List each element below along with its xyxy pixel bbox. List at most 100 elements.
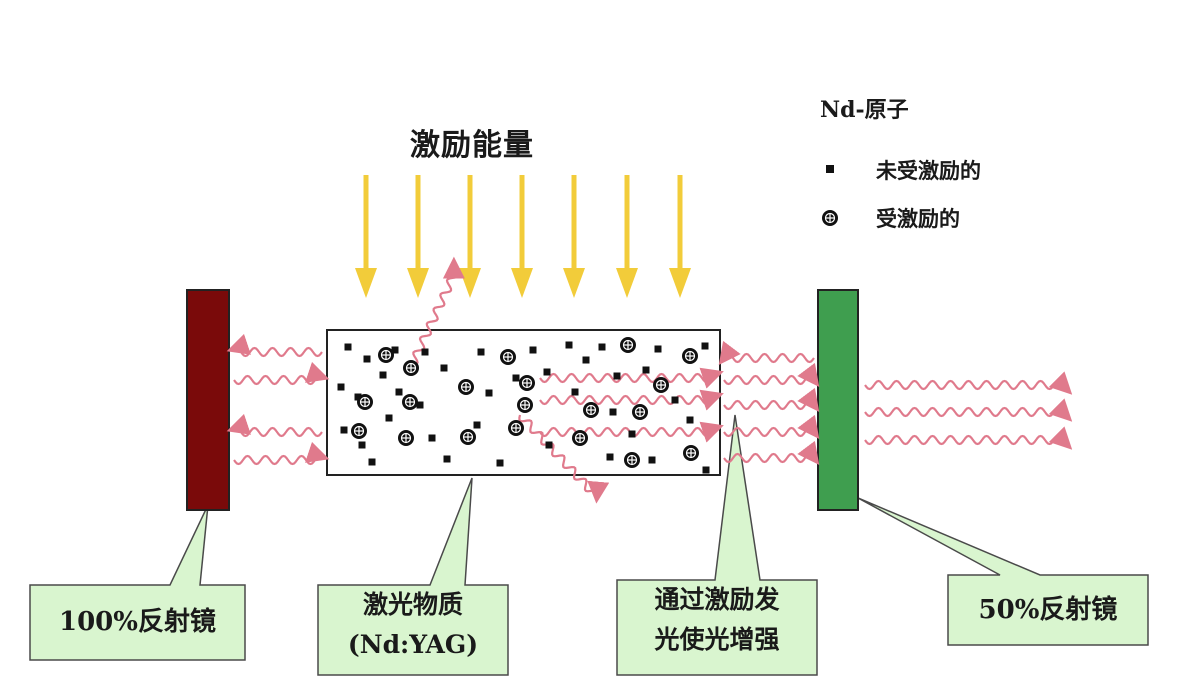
- excited-atom: [583, 402, 599, 418]
- unexcited-atom: [701, 342, 709, 350]
- legend-excited-label: 受激励的: [876, 206, 960, 231]
- pump-arrow-head: [459, 268, 481, 298]
- excited-atom: [500, 349, 516, 365]
- unexcited-atom: [440, 364, 448, 372]
- unexcited-atom: [395, 388, 403, 396]
- unexcited-atom: [443, 455, 451, 463]
- photon-wave-escape-down: [518, 414, 610, 504]
- excited-atom: [519, 375, 535, 391]
- unexcited-atom: [337, 383, 345, 391]
- excited-atom-icon: [822, 210, 838, 226]
- excited-atom: [620, 337, 636, 353]
- unexcited-atom: [421, 348, 429, 356]
- unexcited-atom: [379, 371, 387, 379]
- unexcited-atom: [598, 343, 606, 351]
- callout-mirror-50-label: 50%反射镜: [978, 595, 1118, 625]
- photon-wave-left: [226, 413, 323, 438]
- callout-mirror-100-box: [29, 504, 246, 661]
- callout-mirror-100-label: 100%反射镜: [59, 607, 216, 637]
- unexcited-atom: [545, 441, 553, 449]
- photon-wave-right: [718, 340, 815, 366]
- photon-wave-left: [233, 441, 330, 466]
- unexcited-atom: [529, 346, 537, 354]
- unexcited-atom: [571, 388, 579, 396]
- unexcited-atom: [671, 396, 679, 404]
- excited-atom: [683, 445, 699, 461]
- excited-atom: [402, 394, 418, 410]
- unexcited-atom: [613, 372, 621, 380]
- photon-wave-medium: [539, 421, 724, 443]
- unexcited-atom: [609, 408, 617, 416]
- unexcited-atom: [686, 416, 694, 424]
- callout-medium-line1: 激光物质: [362, 590, 463, 619]
- unexcited-atom: [340, 426, 348, 434]
- pump-arrow-head: [511, 268, 533, 298]
- unexcited-atom: [354, 393, 362, 401]
- mirror-50-percent: [817, 289, 859, 511]
- callout-medium-box: [317, 477, 509, 676]
- pump-arrow-head: [563, 268, 585, 298]
- pump-arrow-head: [616, 268, 638, 298]
- callout-gain-line1: 通过激励发: [654, 585, 780, 614]
- excited-atom: [351, 423, 367, 439]
- excited-atom: [398, 430, 414, 446]
- unexcited-atom-icon: [826, 165, 834, 173]
- excited-atom: [517, 397, 533, 413]
- callout-gain-line2: 光使光增强: [654, 625, 780, 654]
- unexcited-atom: [473, 421, 481, 429]
- unexcited-atom: [416, 401, 424, 409]
- photon-wave-medium: [539, 367, 724, 389]
- photon-wave-right: [723, 362, 820, 388]
- unexcited-atom: [628, 430, 636, 438]
- excited-atom: [624, 452, 640, 468]
- excited-atom: [632, 404, 648, 420]
- photon-wave-left: [226, 333, 323, 358]
- excited-atom: [458, 379, 474, 395]
- unexcited-atom: [368, 458, 376, 466]
- legend-title: Nd-原子: [820, 97, 909, 123]
- unexcited-atom: [582, 356, 590, 364]
- unexcited-atom: [428, 434, 436, 442]
- excited-atom: [403, 360, 419, 376]
- photon-wave-right: [723, 440, 820, 466]
- excited-atom: [357, 394, 373, 410]
- unexcited-atom: [477, 348, 485, 356]
- unexcited-atom: [391, 346, 399, 354]
- pump-arrow-head: [355, 268, 377, 298]
- mirror-100-percent: [186, 289, 230, 511]
- unexcited-atom: [606, 453, 614, 461]
- excited-atom: [572, 430, 588, 446]
- photon-wave-output: [864, 371, 1073, 395]
- pump-energy-arrows: [355, 175, 691, 298]
- excited-atom: [653, 377, 669, 393]
- photon-wave-medium: [539, 389, 724, 411]
- callout-mirror-50-box: [857, 497, 1149, 646]
- unexcited-atom: [358, 441, 366, 449]
- photon-wave-output: [864, 398, 1073, 422]
- callout-medium-label: 激光物质 (Nd:YAG): [318, 585, 508, 665]
- unexcited-atom: [654, 345, 662, 353]
- photon-wave-left: [233, 361, 330, 386]
- callout-medium-line2: (Nd:YAG): [347, 630, 479, 659]
- legend-unexcited-label: 未受激励的: [876, 158, 981, 183]
- unexcited-atom: [642, 366, 650, 374]
- pump-arrow-head: [669, 268, 691, 298]
- nd-atoms: [337, 337, 710, 474]
- photon-waves: [226, 256, 1073, 504]
- unexcited-atom: [565, 341, 573, 349]
- unexcited-atom: [496, 459, 504, 467]
- callout-gain-label: 通过激励发 光使光增强: [617, 580, 817, 660]
- photon-wave-output: [864, 426, 1073, 450]
- unexcited-atom: [702, 466, 710, 474]
- unexcited-atom: [543, 368, 551, 376]
- unexcited-atom: [385, 414, 393, 422]
- unexcited-atom: [512, 374, 520, 382]
- photon-wave-right: [723, 387, 820, 413]
- excited-atom: [682, 348, 698, 364]
- unexcited-atom: [363, 355, 371, 363]
- unexcited-atom: [648, 456, 656, 464]
- excited-atom: [378, 347, 394, 363]
- pump-energy-title: 激励能量: [410, 128, 534, 163]
- callout-gain-box: [616, 414, 818, 676]
- excited-atom: [508, 420, 524, 436]
